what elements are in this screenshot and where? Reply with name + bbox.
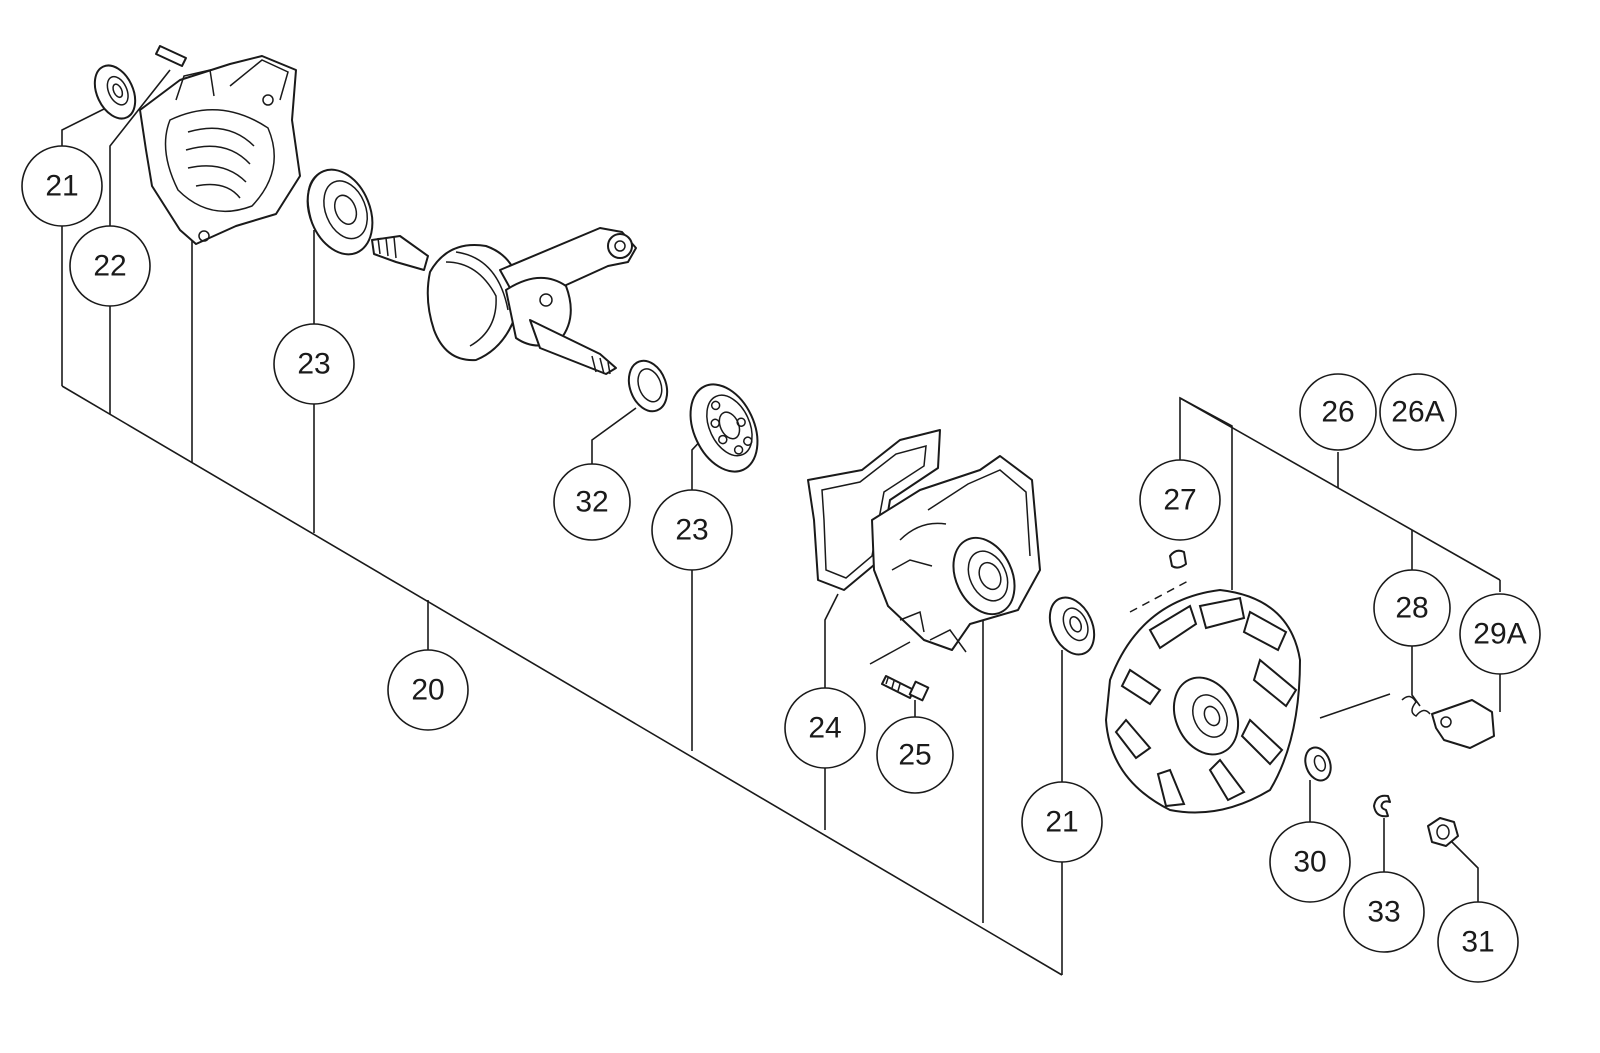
callout-label: 30 xyxy=(1293,846,1326,879)
washer-32-drawing xyxy=(627,359,669,413)
bearing-23-right-drawing xyxy=(689,383,759,473)
pawl-assembly-drawing xyxy=(1401,695,1495,749)
pin-22-drawing xyxy=(155,45,187,67)
key-27-drawing xyxy=(1169,549,1187,569)
callout-23-left: 23 xyxy=(273,323,355,405)
callout-label: 33 xyxy=(1367,896,1400,929)
callout-label: 28 xyxy=(1395,592,1428,625)
callout-25: 25 xyxy=(876,716,954,794)
callout-20: 20 xyxy=(387,649,469,731)
callout-label: 23 xyxy=(675,514,708,547)
callout-label: 21 xyxy=(1045,806,1078,839)
crankcase-right-drawing xyxy=(871,455,1041,653)
callout-label: 21 xyxy=(45,170,78,203)
gasket-24-drawing xyxy=(807,429,941,591)
callout-22: 22 xyxy=(69,225,151,307)
callout-27: 27 xyxy=(1139,459,1221,541)
flywheel-drawing xyxy=(1105,589,1301,814)
nut-31-drawing xyxy=(1427,817,1459,847)
callout-label: 32 xyxy=(575,486,608,519)
callout-label: 27 xyxy=(1163,484,1196,517)
callout-21-left: 21 xyxy=(21,145,103,227)
crankshaft-drawing xyxy=(371,227,637,375)
callout-26: 26 xyxy=(1299,373,1377,451)
callout-label: 23 xyxy=(297,348,330,381)
callout-24: 24 xyxy=(784,687,866,769)
callout-23-right: 23 xyxy=(651,489,733,571)
leader-lines xyxy=(61,69,1501,976)
callout-label: 25 xyxy=(898,739,931,772)
callout-label: 22 xyxy=(93,250,126,283)
callout-21-right: 21 xyxy=(1021,781,1103,863)
callout-label: 29A xyxy=(1473,618,1526,651)
callout-label: 26 xyxy=(1321,396,1354,429)
callout-label: 31 xyxy=(1461,926,1494,959)
callout-31: 31 xyxy=(1437,901,1519,983)
crankcase-left-drawing xyxy=(139,55,301,245)
bearing-21-right-drawing xyxy=(1048,596,1096,656)
bearing-21-left-drawing xyxy=(93,64,137,120)
callout-label: 24 xyxy=(808,712,841,745)
washer-30-drawing xyxy=(1304,746,1332,782)
callout-29a: 29A xyxy=(1459,593,1541,675)
callout-label: 26A xyxy=(1391,396,1444,429)
bearing-23-left-drawing xyxy=(306,168,374,256)
callout-30: 30 xyxy=(1269,821,1351,903)
clip-33-drawing xyxy=(1373,794,1391,818)
callout-32: 32 xyxy=(553,463,631,541)
callout-26a: 26A xyxy=(1379,373,1457,451)
callout-33: 33 xyxy=(1343,871,1425,953)
callout-28: 28 xyxy=(1373,569,1451,647)
callout-label: 20 xyxy=(411,674,444,707)
screw-25-drawing xyxy=(881,675,930,702)
